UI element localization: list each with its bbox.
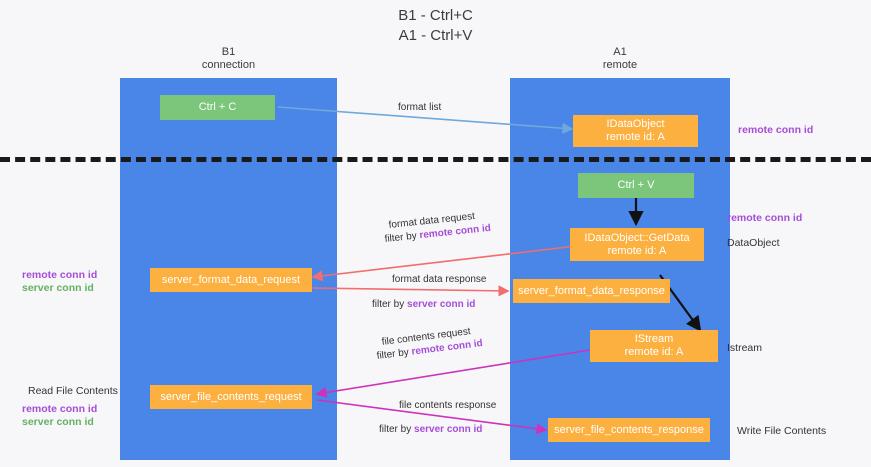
box-ctrl-v[interactable]: Ctrl + V bbox=[578, 173, 694, 198]
page-title-line-1: B1 - Ctrl+C bbox=[398, 7, 473, 24]
side-label-write-file-contents: Write File Contents bbox=[737, 425, 827, 437]
box-server-file-contents-request[interactable]: server_file_contents_request bbox=[150, 385, 312, 409]
box-idataobject-top[interactable]: IDataObject remote id: A bbox=[573, 115, 698, 147]
box-ctrl-v-label: Ctrl + V bbox=[617, 179, 655, 191]
filter-prefix-1: filter by bbox=[384, 230, 421, 245]
box-istream[interactable]: IStream remote id: A bbox=[590, 330, 718, 362]
box-server-file-contents-response-label: server_file_contents_response bbox=[554, 423, 704, 436]
box-idataobject-top-line-2: remote id: A bbox=[606, 131, 665, 143]
box-server-file-contents-response[interactable]: server_file_contents_response bbox=[548, 418, 710, 442]
side-label-left-server-conn-id-bottom: server conn id bbox=[22, 416, 94, 428]
filter-prefix-2: filter by bbox=[372, 299, 408, 310]
side-label-left-remote-conn-id-mid: remote conn id bbox=[22, 269, 98, 281]
box-istream-line-1: IStream bbox=[634, 333, 674, 345]
arrow-label-format-data-response-filter: filter by server conn id bbox=[372, 298, 475, 312]
lane-header-b1-role: connection bbox=[201, 59, 256, 71]
filter-prefix-4: filter by bbox=[379, 424, 415, 435]
box-server-file-contents-request-label: server_file_contents_request bbox=[160, 390, 302, 403]
arrow-label-format-list: format list bbox=[398, 102, 442, 113]
arrow-label-format-data-response: format data response bbox=[392, 274, 487, 285]
box-idataobject-getdata[interactable]: IDataObject::GetData remote id: A bbox=[570, 228, 704, 261]
box-ctrl-c[interactable]: Ctrl + C bbox=[160, 95, 275, 120]
filter-value-server-conn-id-1: server conn id bbox=[407, 299, 476, 310]
arrow-label-file-contents-response: file contents response bbox=[399, 400, 497, 411]
box-server-format-data-response-label: server_format_data_response bbox=[518, 284, 665, 297]
lane-header-a1: A1 remote bbox=[510, 46, 730, 72]
side-label-dataobject: DataObject bbox=[727, 237, 780, 249]
box-server-format-data-request-label: server_format_data_request bbox=[161, 273, 301, 286]
box-getdata-line-2: remote id: A bbox=[607, 244, 667, 257]
arrow-label-file-contents-response-filter: filter by server conn id bbox=[379, 423, 482, 437]
side-label-remote-conn-id-mid: remote conn id bbox=[727, 212, 803, 224]
box-idataobject-top-line-1: IDataObject bbox=[606, 118, 665, 130]
box-istream-line-2: remote id: A bbox=[624, 346, 684, 358]
side-label-left-remote-conn-id-bottom: remote conn id bbox=[22, 403, 98, 415]
side-label-read-file-contents: Read File Contents bbox=[28, 385, 118, 397]
lane-header-b1: B1 connection bbox=[120, 46, 337, 72]
side-label-remote-conn-id-top: remote conn id bbox=[738, 124, 814, 136]
side-label-istream: Istream bbox=[727, 342, 763, 354]
arrow-format-data-response bbox=[312, 285, 510, 297]
lane-header-a1-role: remote bbox=[602, 59, 638, 71]
box-server-format-data-response[interactable]: server_format_data_response bbox=[513, 279, 670, 303]
box-server-format-data-request[interactable]: server_format_data_request bbox=[150, 268, 312, 292]
side-label-left-server-conn-id-mid: server conn id bbox=[22, 282, 94, 294]
lane-header-b1-name: B1 bbox=[221, 46, 236, 58]
section-divider bbox=[0, 157, 871, 162]
page-title-line-2: A1 - Ctrl+V bbox=[398, 27, 473, 44]
lane-header-a1-name: A1 bbox=[613, 46, 627, 58]
filter-value-server-conn-id-2: server conn id bbox=[414, 424, 483, 435]
box-ctrl-c-label: Ctrl + C bbox=[198, 101, 237, 113]
filter-prefix-3: filter by bbox=[376, 346, 413, 362]
page-title: B1 - Ctrl+C A1 - Ctrl+V bbox=[0, 6, 871, 46]
box-getdata-line-1: IDataObject::GetData bbox=[584, 231, 690, 244]
